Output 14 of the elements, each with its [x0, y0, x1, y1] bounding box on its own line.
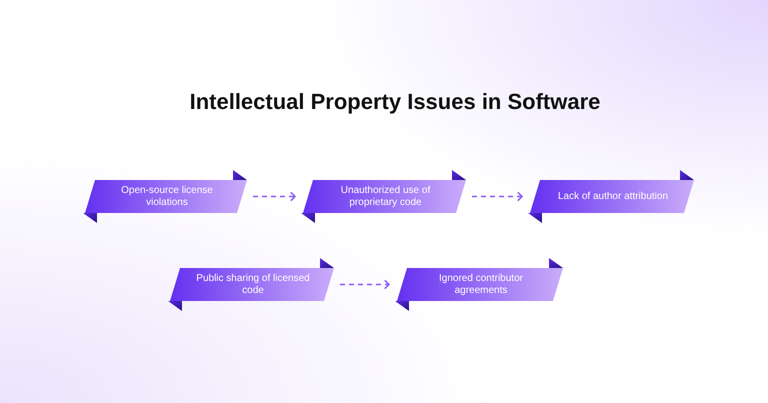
diagram-title: Intellectual Property Issues in Software [190, 88, 600, 116]
ribbon-banner [301, 170, 466, 223]
ribbon-banner [395, 258, 563, 311]
ribbon-banner [168, 258, 334, 311]
dashed-arrow [253, 192, 296, 202]
dashed-arrow [472, 192, 523, 202]
issue-text: Public sharing of licensed code [195, 272, 311, 296]
issue-text: Open-source license violations [120, 184, 214, 208]
issue-text: Lack of author attribution [558, 190, 668, 202]
ribbon-banner [528, 170, 694, 223]
dashed-arrow [340, 280, 390, 290]
issue-text: Ignored contributor agreements [438, 272, 524, 296]
ribbon-banner [83, 170, 247, 223]
issue-text: Unauthorized use of proprietary code [340, 184, 432, 208]
